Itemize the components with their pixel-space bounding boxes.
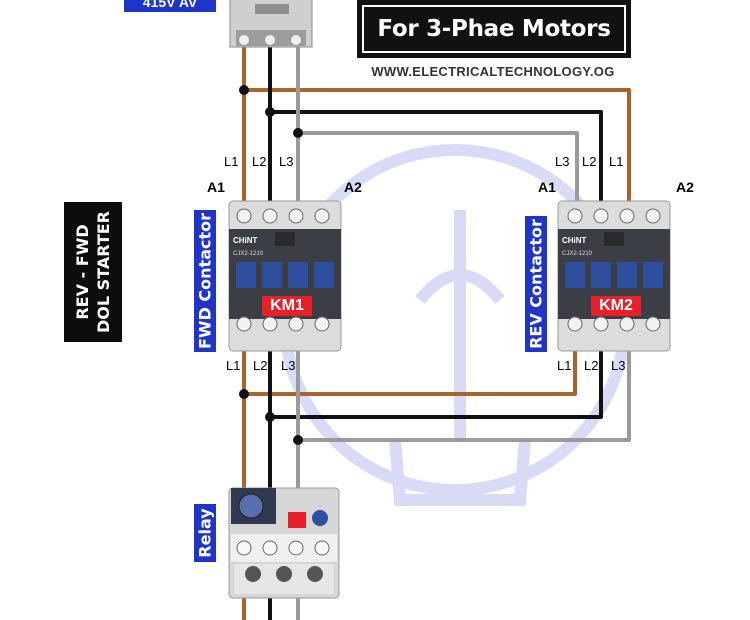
- fwd-brand: CHiNT: [233, 236, 258, 245]
- rev-contactor-body: [557, 200, 671, 352]
- junction-dot: [239, 85, 249, 95]
- supply-voltage-badge: 415V AV: [124, 0, 216, 12]
- junction-dots: [239, 85, 303, 445]
- fwd-bottom-l1-label: L1: [226, 358, 240, 373]
- relay-label-text: Relay: [195, 508, 215, 558]
- rev-top-l2-label: L2: [582, 154, 596, 169]
- fwd-coil-a1-label: A1: [207, 179, 225, 195]
- supply-breaker: [229, 0, 313, 48]
- starter-type-line1: REV - FWD: [73, 224, 92, 320]
- rev-top-terminals: [567, 208, 661, 224]
- junction-dot: [265, 107, 275, 117]
- website-url: WWW.ELECTRICALTECHNOLOGY.OG: [371, 64, 615, 79]
- fwd-model: CJX2-1210: [233, 251, 264, 257]
- relay-label: Relay: [194, 504, 216, 562]
- rev-brand: CHiNT: [562, 236, 587, 245]
- rev-contactor-label-text: REV Contactor: [526, 219, 546, 349]
- rev-top-l3-label: L3: [555, 154, 569, 169]
- fwd-bottom-l3-label: L3: [281, 358, 295, 373]
- wire-l3-to-rev: [298, 131, 579, 216]
- rev-bottom-l1-label: L1: [557, 358, 571, 373]
- rev-bottom-l3-label: L3: [611, 358, 625, 373]
- rev-bottom-l2-label: L2: [584, 358, 598, 373]
- wire-l3-rev-out: [298, 324, 631, 442]
- wire-l1-to-rev: [244, 88, 631, 216]
- starter-type-label: REV - FWD DOL STARTER: [64, 202, 122, 342]
- rev-coil-a1-label: A1: [538, 179, 556, 195]
- fwd-contactor-label: FWD Contactor: [194, 210, 216, 352]
- starter-type-line2: DOL STARTER: [94, 211, 113, 333]
- fwd-bottom-l2-label: L2: [253, 358, 267, 373]
- km1-badge: KM1: [262, 296, 312, 316]
- wire-l2-rev-out: [270, 324, 603, 419]
- rev-coil-a2-label: A2: [676, 179, 694, 195]
- junction-dot: [293, 435, 303, 445]
- rev-model: CJX2-1210: [562, 251, 593, 257]
- overload-relay-body: [228, 487, 340, 599]
- fwd-top-l2-label: L2: [252, 154, 266, 169]
- rev-contactor-label: REV Contactor: [525, 216, 547, 352]
- rev-top-l1-label: L1: [609, 154, 623, 169]
- wire-l2-to-rev: [270, 110, 603, 216]
- fwd-coil-a2-label: A2: [344, 179, 362, 195]
- km2-badge: KM2: [591, 296, 641, 316]
- page-title: For 3-Phae Motors: [357, 0, 631, 58]
- junction-dot: [239, 389, 249, 399]
- fwd-top-l1-label: L1: [224, 154, 238, 169]
- junction-dot: [265, 412, 275, 422]
- fwd-bottom-terminals: [236, 316, 330, 332]
- fwd-top-terminals: [236, 208, 330, 224]
- fwd-top-l3-label: L3: [279, 154, 293, 169]
- junction-dot: [293, 128, 303, 138]
- rev-bottom-terminals: [567, 316, 661, 332]
- fwd-contactor-label-text: FWD Contactor: [195, 212, 215, 350]
